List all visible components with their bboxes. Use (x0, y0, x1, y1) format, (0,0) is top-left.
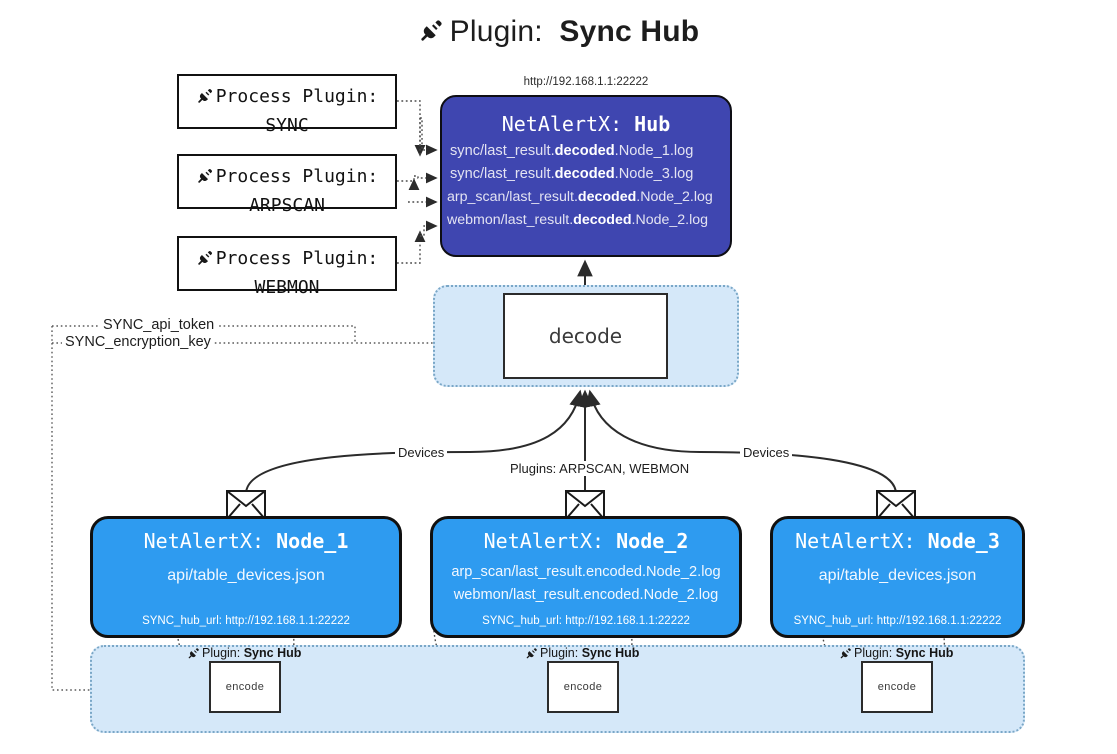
process-plugin-title: Process Plugin: (215, 166, 379, 187)
node-title-name: Node_1 (276, 529, 349, 553)
encoder-caption-3: Plugin: Sync Hub (839, 646, 953, 663)
hub-log-line: sync/last_result.decoded.Node_1.log (442, 143, 730, 159)
hub-log-line: webmon/last_result.decoded.Node_2.log (442, 212, 730, 228)
plug-icon (418, 16, 446, 53)
encode-box-2[interactable]: encode (547, 661, 619, 713)
node-hub-url-value: http://192.168.1.1:22222 (225, 615, 350, 627)
encoder-caption-prefix: Plugin: (202, 646, 241, 660)
encode-box-1[interactable]: encode (209, 661, 281, 713)
encode-label: encode (563, 681, 603, 693)
node-title: NetAlertX: Node_3 (773, 529, 1022, 553)
process-plugin-title: Process Plugin: (215, 86, 379, 107)
node-card-node-2[interactable]: NetAlertX: Node_2 arp_scan/last_result.e… (430, 516, 742, 638)
log-post: .Node_3.log (614, 166, 694, 182)
encoder-caption-1: Plugin: Sync Hub (187, 646, 301, 663)
page-title: Plugin: Sync Hub (0, 14, 1117, 53)
log-post: .Node_2.log (636, 189, 713, 205)
node-hub-url: SYNC_hub_url: http://192.168.1.1:22222 (93, 615, 399, 627)
encoder-caption-name: Sync Hub (895, 646, 954, 660)
title-prefix: Plugin: (449, 15, 543, 48)
node-hub-url: SYNC_hub_url: http://192.168.1.1:22222 (433, 615, 739, 627)
plug-icon (196, 86, 215, 113)
log-bold: decoded (554, 166, 615, 182)
node-title-prefix: NetAlertX: (483, 529, 605, 553)
decode-box[interactable]: decode (503, 293, 668, 379)
encoder-caption-2: Plugin: Sync Hub (525, 646, 639, 663)
hub-title: NetAlertX: Hub (442, 112, 730, 136)
encode-box-3[interactable]: encode (861, 661, 933, 713)
process-plugin-title: Process Plugin: (215, 248, 379, 269)
process-plugin-name: ARPSCAN (249, 195, 325, 217)
node-line: arp_scan/last_result.encoded.Node_2.log (451, 564, 721, 580)
node-line: api/table_devices.json (818, 567, 977, 584)
plug-icon (187, 646, 201, 663)
hub-title-name: Hub (634, 112, 671, 136)
log-post: .Node_1.log (614, 143, 694, 159)
node-hub-url-label: SYNC_hub_url: (482, 615, 562, 627)
hub-node[interactable]: NetAlertX: Hub sync/last_result.decoded.… (440, 95, 732, 257)
hub-log-line: arp_scan/last_result.decoded.Node_2.log (442, 189, 730, 205)
log-bold: decoded (577, 189, 637, 205)
log-bold: decoded (554, 143, 615, 159)
sync-api-token-label: SYNC_api_token (100, 317, 218, 333)
hub-title-prefix: NetAlertX: (501, 112, 623, 136)
node-title-prefix: NetAlertX: (795, 529, 916, 553)
process-plugin-sync[interactable]: Process Plugin: SYNC (177, 74, 397, 136)
devices-right-label: Devices (740, 445, 793, 460)
node-hub-url-label: SYNC_hub_url: (142, 615, 222, 627)
node-line: webmon/last_result.encoded.Node_2.log (453, 587, 719, 603)
node-hub-url: SYNC_hub_url: http://192.168.1.1:22222 (773, 615, 1022, 627)
hub-url-label: http://192.168.1.1:22222 (523, 76, 649, 88)
log-pre: webmon/last_result. (447, 212, 574, 228)
plug-icon (196, 248, 215, 275)
process-plugin-name: WEBMON (254, 277, 320, 299)
plug-icon (525, 646, 539, 663)
node-card-node-1[interactable]: NetAlertX: Node_1 api/table_devices.json… (90, 516, 402, 638)
node-title-prefix: NetAlertX: (143, 529, 265, 553)
log-pre: sync/last_result. (450, 143, 555, 159)
node-card-node-3[interactable]: NetAlertX: Node_3 api/table_devices.json… (770, 516, 1025, 638)
log-pre: arp_scan/last_result. (447, 189, 578, 205)
sync-encryption-key-label: SYNC_encryption_key (62, 334, 214, 350)
encoder-caption-prefix: Plugin: (540, 646, 579, 660)
node-hub-url-value: http://192.168.1.1:22222 (565, 615, 690, 627)
process-plugin-webmon[interactable]: Process Plugin: WEBMON (177, 236, 397, 298)
encoder-caption-name: Sync Hub (243, 646, 302, 660)
title-name: Sync Hub (559, 15, 700, 48)
log-post: .Node_2.log (631, 212, 709, 228)
plugins-center-label: Plugins: ARPSCAN, WEBMON (507, 461, 693, 476)
node-hub-url-label: SYNC_hub_url: (793, 615, 874, 627)
hub-log-line: sync/last_result.decoded.Node_3.log (442, 166, 730, 182)
node-title: NetAlertX: Node_2 (433, 529, 739, 553)
devices-left-label: Devices (395, 445, 448, 460)
log-bold: decoded (573, 212, 632, 228)
process-plugin-name: SYNC (265, 115, 309, 137)
encoder-caption-prefix: Plugin: (854, 646, 893, 660)
decode-label: decode (548, 324, 623, 348)
plug-icon (839, 646, 853, 663)
node-title: NetAlertX: Node_1 (93, 529, 399, 553)
node-title-name: Node_2 (616, 529, 689, 553)
node-title-name: Node_3 (927, 529, 1000, 553)
node-hub-url-value: http://192.168.1.1:22222 (876, 615, 1002, 627)
node-line: api/table_devices.json (167, 567, 325, 584)
log-pre: sync/last_result. (450, 166, 555, 182)
encoder-caption-name: Sync Hub (581, 646, 640, 660)
process-plugin-arpscan[interactable]: Process Plugin: ARPSCAN (177, 154, 397, 216)
plug-icon (196, 166, 215, 193)
encode-label: encode (225, 681, 265, 693)
encode-label: encode (877, 681, 917, 693)
envelope-icon (565, 490, 605, 525)
